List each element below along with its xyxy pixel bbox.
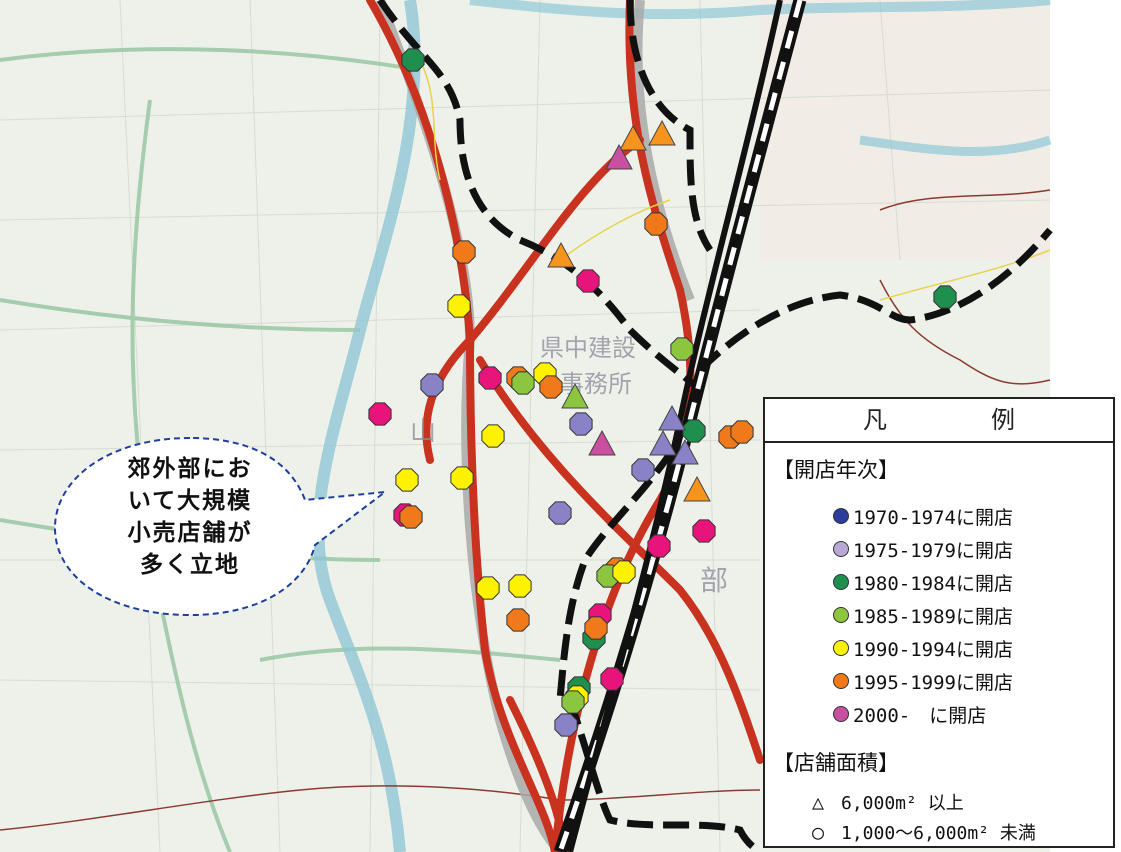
store-marker-circle bbox=[647, 534, 671, 558]
legend-size-large: △ 6,000m² 以上 bbox=[807, 788, 964, 816]
store-marker-circle bbox=[644, 212, 668, 236]
callout-line: いて大規模 bbox=[127, 488, 253, 514]
store-marker-triangle bbox=[619, 124, 647, 151]
store-marker-triangle bbox=[547, 241, 575, 268]
store-marker-circle bbox=[511, 371, 535, 395]
store-marker-circle bbox=[933, 285, 957, 309]
river bbox=[312, 0, 421, 852]
minor-road bbox=[419, 59, 1051, 301]
legend-dot-icon bbox=[833, 673, 849, 689]
admin-boundary-east bbox=[879, 189, 1051, 385]
map-label-office: 県中建設 bbox=[540, 334, 636, 362]
store-marker-circle bbox=[450, 466, 474, 490]
store-marker-circle bbox=[600, 667, 624, 691]
store-marker-circle bbox=[730, 420, 754, 444]
callout-line: 多く立地 bbox=[140, 552, 240, 578]
river-east bbox=[859, 135, 1052, 157]
circle-icon: ○ bbox=[811, 820, 825, 844]
store-marker-circle bbox=[561, 690, 585, 714]
store-marker-triangle bbox=[588, 429, 616, 456]
map-label-district: 部 bbox=[700, 564, 728, 597]
store-marker-circle bbox=[476, 576, 500, 600]
legend-size-small: ○ 1,000～6,000m² 未満 bbox=[807, 818, 1036, 846]
legend-item-1995: 1995-1999に開店 bbox=[833, 667, 1013, 695]
legend-item-1985: 1985-1989に開店 bbox=[833, 601, 1013, 629]
legend-dot-icon bbox=[833, 607, 849, 623]
store-marker-triangle bbox=[683, 475, 711, 502]
store-marker-circle bbox=[584, 616, 608, 640]
callout-line: 郊外部にお bbox=[127, 456, 253, 482]
legend-item-1990: 1990-1994に開店 bbox=[833, 634, 1013, 662]
legend-dot-icon bbox=[833, 706, 849, 722]
legend-label: 1970-1974に開店 bbox=[853, 506, 1013, 529]
legend-section-area: 【店舗面積】 bbox=[773, 751, 899, 775]
admin-boundary bbox=[0, 785, 761, 831]
store-marker-circle bbox=[481, 424, 505, 448]
legend-item-1970: 1970-1974に開店 bbox=[833, 502, 1013, 530]
store-marker-circle bbox=[692, 519, 716, 543]
legend-label: 1975-1979に開店 bbox=[853, 539, 1013, 562]
store-marker-triangle bbox=[649, 429, 677, 456]
store-marker-circle bbox=[452, 240, 476, 264]
store-triangles bbox=[547, 119, 711, 502]
store-marker-triangle bbox=[658, 404, 686, 431]
legend: 凡 例 【開店年次】 1970-1974に開店 1975-1979に開店 198… bbox=[763, 397, 1115, 848]
legend-size-label: 1,000～6,000m² 未満 bbox=[841, 823, 1036, 844]
river-north bbox=[469, 0, 1051, 20]
map-label-mountain: 山 bbox=[410, 417, 436, 447]
store-marker-circle bbox=[539, 375, 563, 399]
store-marker-triangle bbox=[671, 438, 699, 465]
callout-line: 小売店舗が bbox=[127, 520, 253, 546]
store-marker-circle bbox=[548, 501, 572, 525]
triangle-icon: △ bbox=[811, 790, 825, 814]
store-marker-circle bbox=[368, 402, 392, 426]
legend-label: 2000- に開店 bbox=[853, 704, 987, 727]
store-marker-circle bbox=[395, 468, 419, 492]
legend-dot-icon bbox=[833, 574, 849, 590]
store-circles bbox=[368, 48, 957, 737]
store-marker-circle bbox=[554, 713, 578, 737]
legend-label: 1990-1994に開店 bbox=[853, 638, 1013, 661]
legend-label: 1980-1984に開店 bbox=[853, 572, 1013, 595]
callout-bubble bbox=[53, 436, 389, 617]
store-marker-circle bbox=[631, 458, 655, 482]
store-marker-circle bbox=[420, 373, 444, 397]
legend-dot-icon bbox=[833, 508, 849, 524]
store-marker-triangle bbox=[561, 382, 589, 409]
legend-item-1975: 1975-1979に開店 bbox=[833, 535, 1013, 563]
legend-item-2000: 2000- に開店 bbox=[833, 700, 986, 728]
railway-dashed bbox=[377, 0, 1053, 852]
legend-dot-icon bbox=[833, 541, 849, 557]
legend-dot-icon bbox=[833, 640, 849, 656]
store-marker-circle bbox=[447, 294, 471, 318]
legend-size-label: 6,000m² 以上 bbox=[841, 793, 964, 814]
legend-section-year: 【開店年次】 bbox=[773, 458, 899, 482]
legend-title: 凡 例 bbox=[765, 399, 1113, 443]
legend-label: 1985-1989に開店 bbox=[853, 605, 1013, 628]
store-marker-circle bbox=[682, 419, 706, 443]
legend-label: 1995-1999に開店 bbox=[853, 671, 1013, 694]
store-marker-circle bbox=[401, 48, 425, 72]
store-marker-circle bbox=[508, 574, 532, 598]
legend-item-1980: 1980-1984に開店 bbox=[833, 568, 1013, 596]
store-marker-circle bbox=[478, 366, 502, 390]
map-labels: 県中建設 事務所 山 部 bbox=[410, 334, 728, 597]
callout-text: 郊外部にお いて大規模 小売店舗が 多く立地 bbox=[95, 453, 285, 581]
store-marker-circle bbox=[569, 412, 593, 436]
store-marker-circle bbox=[670, 337, 694, 361]
store-marker-circle bbox=[399, 505, 423, 529]
store-marker-triangle bbox=[605, 143, 633, 170]
store-marker-circle bbox=[506, 608, 530, 632]
store-marker-triangle bbox=[648, 119, 676, 146]
store-marker-circle bbox=[612, 560, 636, 584]
store-marker-circle bbox=[576, 269, 600, 293]
